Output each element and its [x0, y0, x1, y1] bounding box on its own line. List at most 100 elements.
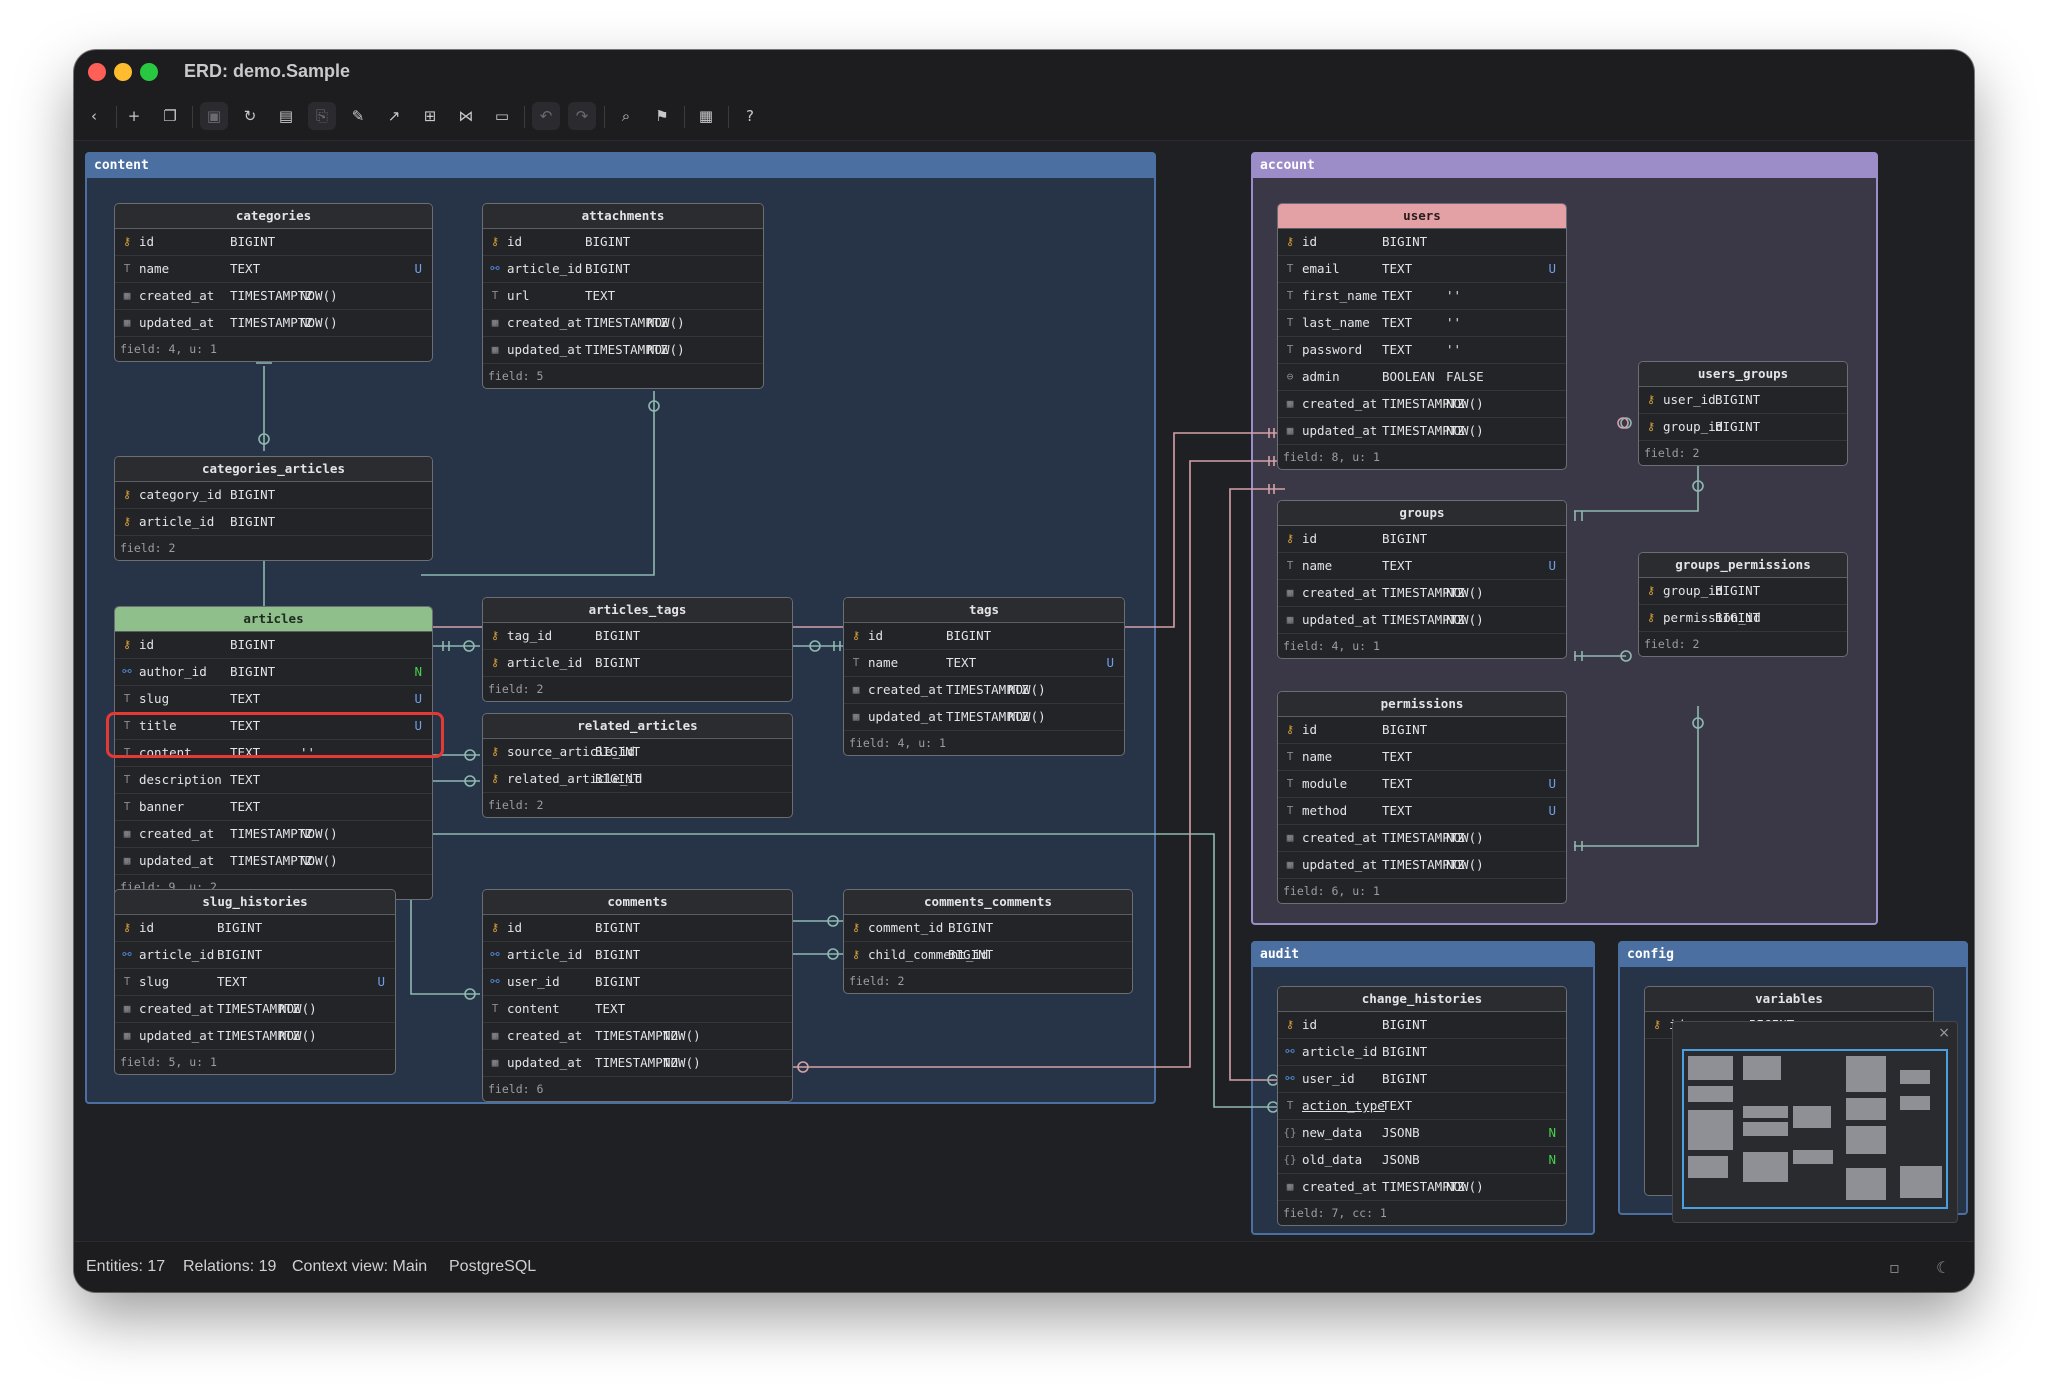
redo-icon[interactable]: ↷ [568, 102, 596, 130]
add-entity-icon[interactable]: + [127, 107, 141, 125]
refresh-icon[interactable]: ↻ [243, 107, 257, 125]
erd-canvas[interactable]: content account audit config [74, 141, 1974, 1241]
copy-icon[interactable]: ⎘ [308, 102, 336, 130]
save-icon[interactable]: ▣ [200, 102, 228, 130]
layout-icon[interactable]: ▤ [278, 107, 294, 125]
context-view[interactable]: Context view: Main [292, 1258, 428, 1275]
zoom-window-button[interactable] [140, 63, 158, 81]
document-icon[interactable]: ▦ [698, 107, 714, 125]
minimap-toggle-icon[interactable]: ▫ [1889, 1258, 1900, 1277]
export-icon[interactable]: ↗ [387, 107, 401, 125]
help-icon[interactable]: ? [746, 107, 754, 125]
minimap[interactable]: × [1672, 1021, 1958, 1223]
search-icon[interactable]: ⌕ [621, 107, 631, 125]
undo-icon[interactable]: ↶ [532, 102, 560, 130]
duplicate-icon[interactable]: ❐ [163, 107, 177, 125]
close-window-button[interactable] [88, 63, 106, 81]
minimize-window-button[interactable] [114, 63, 132, 81]
theme-toggle-icon[interactable]: ☾ [1936, 1258, 1951, 1277]
close-icon[interactable]: × [1938, 1025, 1950, 1041]
open-folder-icon[interactable]: ▭ [494, 107, 510, 125]
relations-icon[interactable]: ⋈ [458, 107, 474, 125]
grid-icon[interactable]: ⊞ [423, 107, 437, 125]
edit-icon[interactable]: ✎ [351, 107, 365, 125]
